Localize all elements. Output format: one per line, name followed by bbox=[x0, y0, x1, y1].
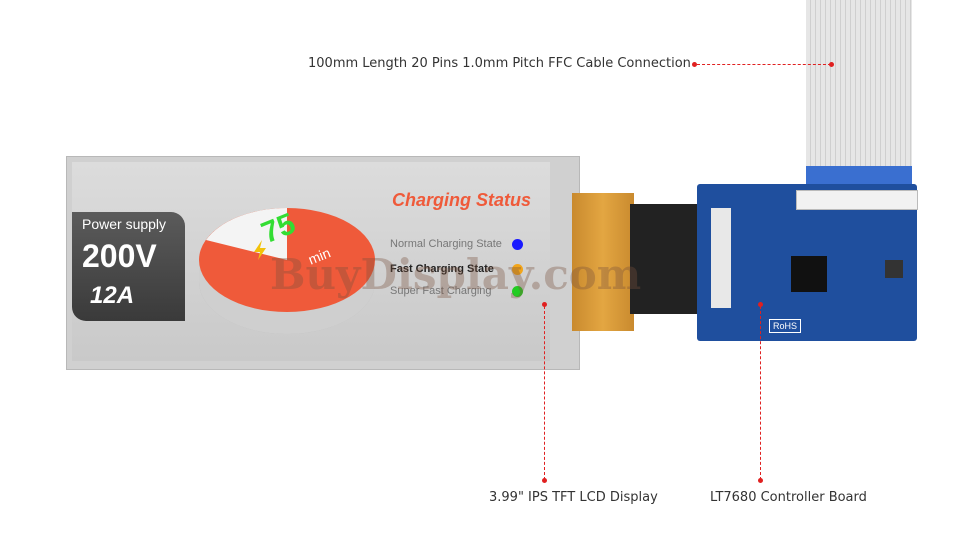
state-normal: Normal Charging State bbox=[390, 238, 502, 250]
power-supply-label: Power supply bbox=[82, 216, 167, 232]
state-super-fast: Super Fast Charging bbox=[390, 285, 492, 297]
voltage-value: 200V bbox=[82, 238, 157, 274]
callout-cable-dot-end bbox=[829, 62, 834, 67]
callout-display-text: 3.99" IPS TFT LCD Display bbox=[489, 490, 658, 505]
state-super-fast-dot bbox=[512, 286, 523, 297]
lightning-icon bbox=[254, 240, 266, 260]
state-fast-dot bbox=[512, 264, 523, 275]
ffc-cable bbox=[806, 0, 912, 190]
callout-cable-text: 100mm Length 20 Pins 1.0mm Pitch FFC Cab… bbox=[308, 56, 691, 71]
fpc-ribbon bbox=[572, 193, 634, 331]
callout-board-text: LT7680 Controller Board bbox=[710, 490, 867, 505]
callout-board-dot-start bbox=[758, 302, 763, 307]
callout-display-line bbox=[544, 306, 545, 480]
current-value: 12A bbox=[90, 282, 135, 309]
controller-board: RoHS bbox=[697, 184, 917, 341]
watermark: BuyDisplay.com bbox=[270, 250, 642, 299]
pie-slice-remaining bbox=[206, 208, 287, 260]
power-supply-panel: Power supply 200V 12A bbox=[72, 212, 185, 321]
fpc-stiffener bbox=[630, 204, 710, 314]
callout-board-dot-end bbox=[758, 478, 763, 483]
ffc-connector bbox=[796, 190, 918, 210]
lcd-screen: Power supply 200V 12A 75 min Charging St… bbox=[72, 162, 550, 361]
rohs-label: RoHS bbox=[769, 319, 802, 333]
state-normal-dot bbox=[512, 239, 523, 250]
callout-display-dot-start bbox=[542, 302, 547, 307]
inductor bbox=[885, 260, 903, 278]
charging-status-title: Charging Status bbox=[392, 190, 532, 210]
callout-display-dot-end bbox=[542, 478, 547, 483]
callout-cable-dot-start bbox=[692, 62, 697, 67]
callout-cable-line bbox=[697, 64, 831, 65]
ffc-cable-tip bbox=[806, 166, 912, 188]
controller-chip bbox=[791, 256, 827, 292]
callout-board-line bbox=[760, 306, 761, 480]
state-fast: Fast Charging State bbox=[390, 263, 494, 275]
fpc-connector bbox=[711, 208, 731, 308]
charging-pie bbox=[199, 208, 375, 334]
